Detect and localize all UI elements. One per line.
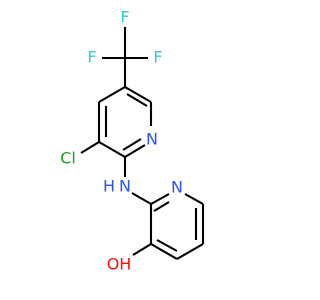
amine-hydrogen-label: H: [103, 177, 115, 196]
bond-ring1-n-c3: [124, 144, 146, 158]
bond-ring2-c1-n: [150, 193, 170, 205]
chlorine-label: Cl: [60, 149, 76, 168]
bond-ring1-c1-c2: [124, 86, 152, 103]
bond-ring1-c5-c1: [98, 86, 126, 103]
amine-nitrogen-label: N: [119, 177, 131, 196]
fluorine-right-label: F: [153, 48, 162, 67]
bond-ring2-n-c2: [184, 193, 204, 205]
bond-ring2-c4-c5-inner: [156, 239, 178, 252]
pyridine-nitrogen-bottom-label: N: [171, 178, 183, 197]
fluorine-left-label: F: [87, 48, 96, 67]
bond-ring1-c3-c4: [98, 141, 126, 158]
bond-ring2-c3-c4: [176, 243, 204, 260]
bond-ring2-to-oh: [132, 243, 152, 256]
chemical-structure: F F F Cl N N H N OH: [60, 8, 205, 274]
pyridine-nitrogen-top-label: N: [146, 130, 158, 149]
bond-ring1-c1-c2-inner: [126, 93, 148, 107]
fluorine-top-label: F: [120, 8, 129, 27]
hydroxyl-label: OH: [107, 255, 132, 274]
bond-ring1-n-c3-inner: [122, 138, 142, 151]
bond-c4-to-cl: [80, 141, 100, 154]
bond-ring2-c4-c5: [150, 243, 178, 260]
bond-ring2-c1-n-inner: [153, 201, 170, 212]
bond-nh-to-ring2: [131, 192, 152, 205]
